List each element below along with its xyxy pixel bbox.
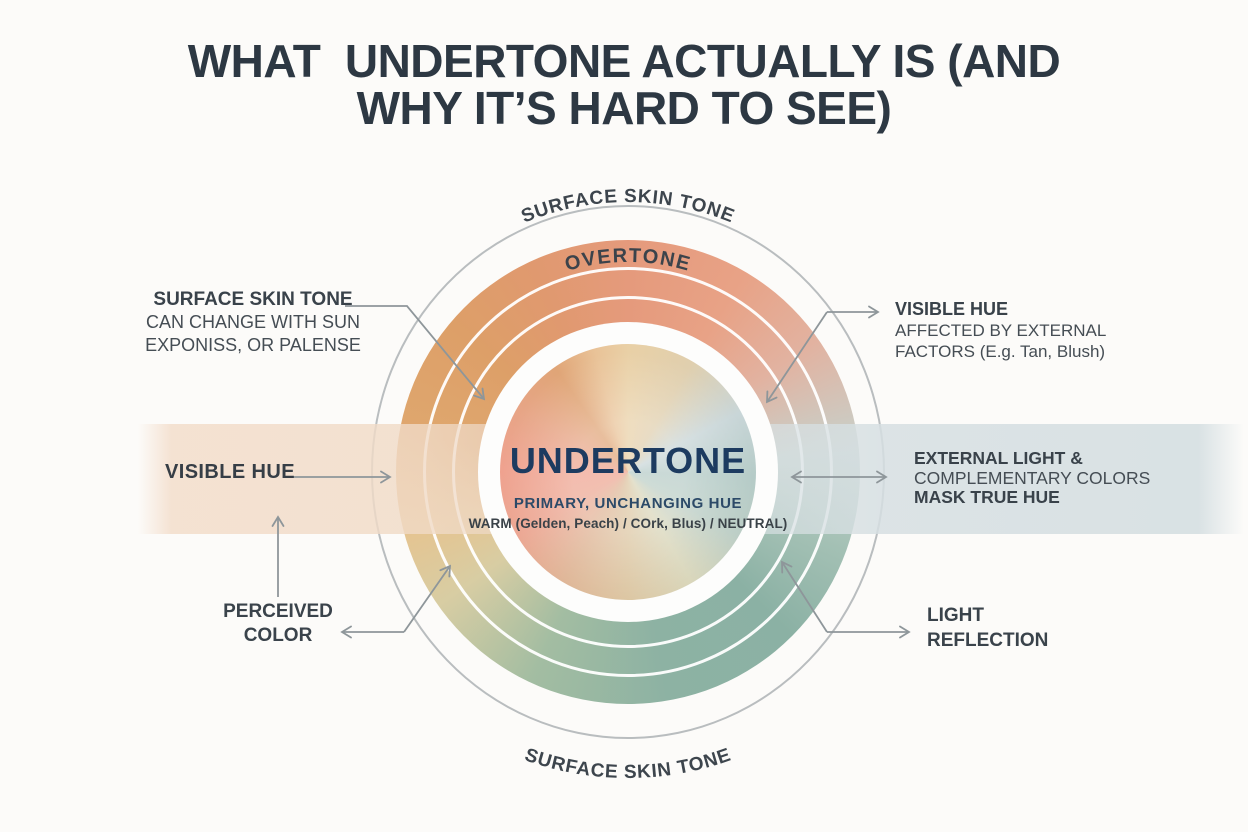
label-surface-skin-tone-line3: EXPONISS, OR PALENSE (145, 335, 361, 355)
label-external-light-line2: COMPLEMENTARY COLORS (914, 467, 1151, 488)
undertone-heading: UNDERTONE (509, 440, 747, 481)
label-light-reflection-line1: LIGHT (927, 605, 984, 626)
label-light-reflection: LIGHT REFLECTION (927, 603, 1048, 653)
page-title-line-2: WHY IT’S HARD TO SEE) (356, 82, 892, 134)
label-external-light-line3: MASK TRUE HUE (914, 487, 1060, 507)
page-title: WHAT UNDERTONE ACTUALLY IS (AND WHY IT’S… (0, 38, 1248, 132)
arc-label-bottom: SURFACE SKIN TONE (522, 745, 734, 783)
undertone-inner-disk (500, 344, 756, 600)
arc-label-bottom-text: SURFACE SKIN TONE (522, 745, 733, 783)
label-visible-hue-left-line1: VISIBLE HUE (165, 461, 295, 483)
label-external-light: EXTERNAL LIGHT & COMPLEMENTARY COLORS MA… (914, 448, 1151, 508)
label-light-reflection-line2: REFLECTION (927, 630, 1049, 651)
label-visible-hue-right: VISIBLE HUE AFFECTED BY EXTERNAL FACTORS… (895, 299, 1106, 362)
undertone-examples: WARM (Gelden, Peach) / COrk, Blus) / NEU… (468, 516, 788, 531)
label-surface-skin-tone-line2: CAN CHANGE WITH SUN (145, 312, 360, 332)
label-external-light-line1: EXTERNAL LIGHT & (914, 448, 1083, 468)
label-visible-hue-left: VISIBLE HUE (165, 461, 295, 484)
label-perceived-color-line2: COLOR (243, 625, 313, 646)
label-surface-skin-tone-line1: SURFACE SKIN TONE (153, 289, 353, 310)
label-visible-hue-right-line1: VISIBLE HUE (895, 299, 1009, 319)
undertone-subtitle: PRIMARY, UNCHANGING HUE (513, 495, 743, 512)
label-perceived-color-line1: PERCEIVED (223, 601, 333, 622)
label-surface-skin-tone: SURFACE SKIN TONE CAN CHANGE WITH SUN EX… (118, 288, 388, 357)
page-title-line-1: WHAT UNDERTONE ACTUALLY IS (AND (187, 35, 1061, 87)
undertone-center-text: UNDERTONE PRIMARY, UNCHANGING HUE WARM (… (468, 440, 788, 531)
label-perceived-color: PERCEIVED COLOR (193, 600, 363, 648)
label-visible-hue-right-line3: FACTORS (E.g. Tan, Blush) (895, 342, 1106, 361)
label-visible-hue-right-line2: AFFECTED BY EXTERNAL (895, 321, 1107, 340)
